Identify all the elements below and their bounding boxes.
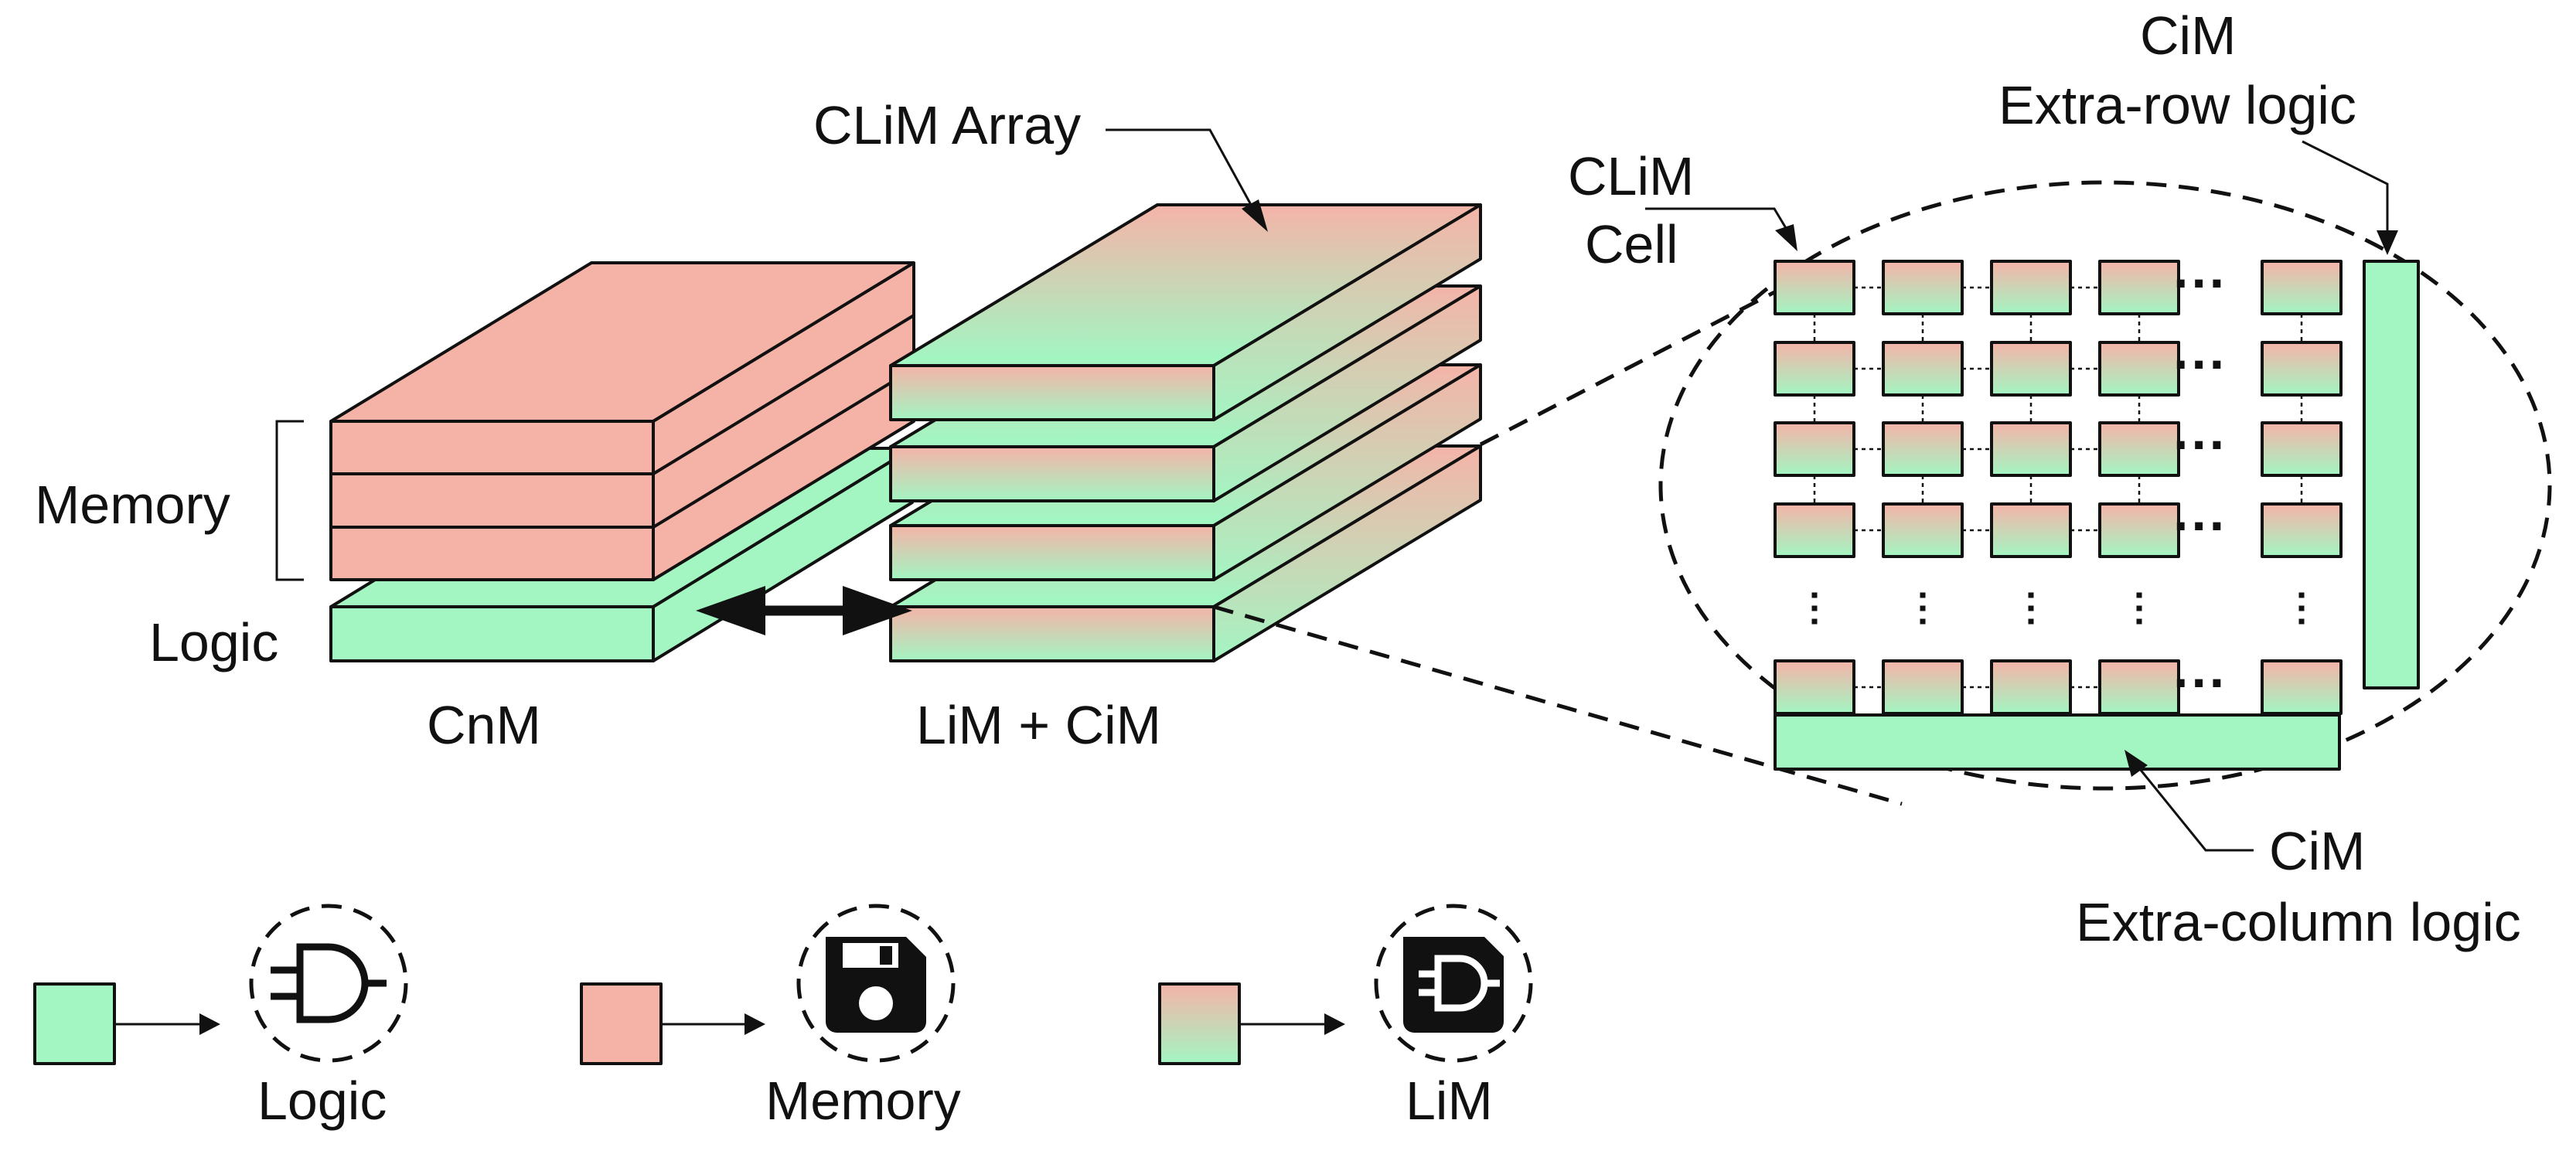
cnm-stack xyxy=(329,261,915,662)
col-ellipsis-dot xyxy=(2298,592,2305,598)
col-ellipsis-dot xyxy=(1920,605,1926,611)
clim-cell xyxy=(2261,260,2343,315)
legend: Logic Memory xyxy=(33,904,1533,1131)
col-ellipsis-dot xyxy=(1811,618,1818,625)
row-ellipsis: ··· xyxy=(2173,414,2227,475)
clim-cell-arrowhead xyxy=(1775,224,1797,251)
cim-row-leader xyxy=(2302,140,2389,232)
cnm-memory-layers xyxy=(329,261,915,581)
clim-cell xyxy=(1990,502,2072,558)
cim-row-label-line1: CiM xyxy=(2140,5,2236,66)
clim-cell xyxy=(1882,341,1964,397)
memory-bracket xyxy=(275,420,304,581)
cnm-label: CnM xyxy=(427,695,541,755)
row-ellipsis: ··· xyxy=(2173,495,2227,556)
clim-cell xyxy=(2261,421,2343,477)
clim-cell xyxy=(1774,421,1855,477)
clim-cell xyxy=(2098,341,2180,397)
and-gate-icon xyxy=(271,943,387,1023)
row-ellipsis: ··· xyxy=(2173,652,2227,713)
col-ellipsis-dot xyxy=(1920,592,1926,598)
lim-cim-stack xyxy=(889,203,1482,662)
memory-label: Memory xyxy=(35,475,230,535)
clim-cell xyxy=(1990,341,2072,397)
bidirectional-arrow xyxy=(696,586,912,635)
cim-col-label-line2: Extra-column logic xyxy=(2076,892,2521,952)
clim-cell xyxy=(2098,502,2180,558)
clim-cell xyxy=(2261,502,2343,558)
clim-cell xyxy=(2098,421,2180,477)
clim-array-label: CLiM Array xyxy=(813,95,1081,155)
clim-cell-label-line1: CLiM xyxy=(1568,146,1694,206)
col-ellipsis-dot xyxy=(2028,592,2034,598)
lim-cim-label: LiM + CiM xyxy=(916,695,1161,755)
col-ellipsis-dot xyxy=(2298,605,2305,611)
zoom-outline xyxy=(1213,180,2552,806)
col-ellipsis-dot xyxy=(1811,592,1818,598)
clim-cell-leader xyxy=(1645,207,1790,233)
legend-lim: LiM xyxy=(1158,904,1533,1131)
legend-logic-label: Logic xyxy=(257,1071,387,1131)
cim-extra-column-logic-bar xyxy=(1774,713,2341,771)
legend-lim-label: LiM xyxy=(1406,1071,1493,1131)
logic-swatch xyxy=(33,982,116,1065)
col-ellipsis-dot xyxy=(1920,618,1926,625)
clim-cell xyxy=(1774,260,1855,315)
legend-memory: Memory xyxy=(580,904,961,1131)
clim-cell xyxy=(1882,502,1964,558)
col-ellipsis-dot xyxy=(2136,618,2142,625)
clim-cell-grid: ··· ··· ··· ··· ··· xyxy=(1774,253,2343,715)
row-ellipsis: ··· xyxy=(2173,253,2227,313)
row-ellipsis: ··· xyxy=(2173,334,2227,394)
lim-cim-layer-2 xyxy=(889,203,1482,421)
clim-cell xyxy=(1990,659,2072,715)
clim-cell xyxy=(2098,659,2180,715)
legend-memory-label: Memory xyxy=(765,1071,961,1131)
cim-extra-row-logic-bar xyxy=(2363,260,2420,689)
clim-cell xyxy=(2098,260,2180,315)
cim-col-label-line1: CiM xyxy=(2269,821,2365,881)
clim-cell xyxy=(2261,341,2343,397)
clim-cell-label-line2: Cell xyxy=(1585,214,1678,274)
clim-cell xyxy=(1774,659,1855,715)
clim-array-leader xyxy=(1106,128,1260,220)
lim-swatch xyxy=(1158,982,1241,1065)
clim-cell xyxy=(1990,260,2072,315)
cim-col-leader xyxy=(2138,768,2254,852)
col-ellipsis-dot xyxy=(1811,605,1818,611)
legend-logic: Logic xyxy=(33,904,408,1131)
cim-row-label-line2: Extra-row logic xyxy=(1998,75,2356,135)
clim-cell xyxy=(1882,260,1964,315)
floppy-disk-icon xyxy=(826,937,926,1033)
clim-cell xyxy=(1882,659,1964,715)
col-ellipsis-dot xyxy=(2298,618,2305,625)
clim-array-arrowhead xyxy=(1242,199,1268,232)
memory-swatch xyxy=(580,982,663,1065)
clim-cell xyxy=(1774,502,1855,558)
cim-col-arrowhead xyxy=(2125,750,2148,777)
cim-row-arrowhead xyxy=(2377,230,2398,255)
col-ellipsis-dot xyxy=(2136,605,2142,611)
clim-cell xyxy=(1990,421,2072,477)
col-ellipsis-dot xyxy=(2136,592,2142,598)
clim-cell xyxy=(1882,421,1964,477)
clim-cell xyxy=(1774,341,1855,397)
clim-cell xyxy=(2261,659,2343,715)
logic-label: Logic xyxy=(149,612,278,672)
col-ellipsis-dot xyxy=(2028,618,2034,625)
lim-chip-icon xyxy=(1403,937,1504,1033)
col-ellipsis-dot xyxy=(2028,605,2034,611)
